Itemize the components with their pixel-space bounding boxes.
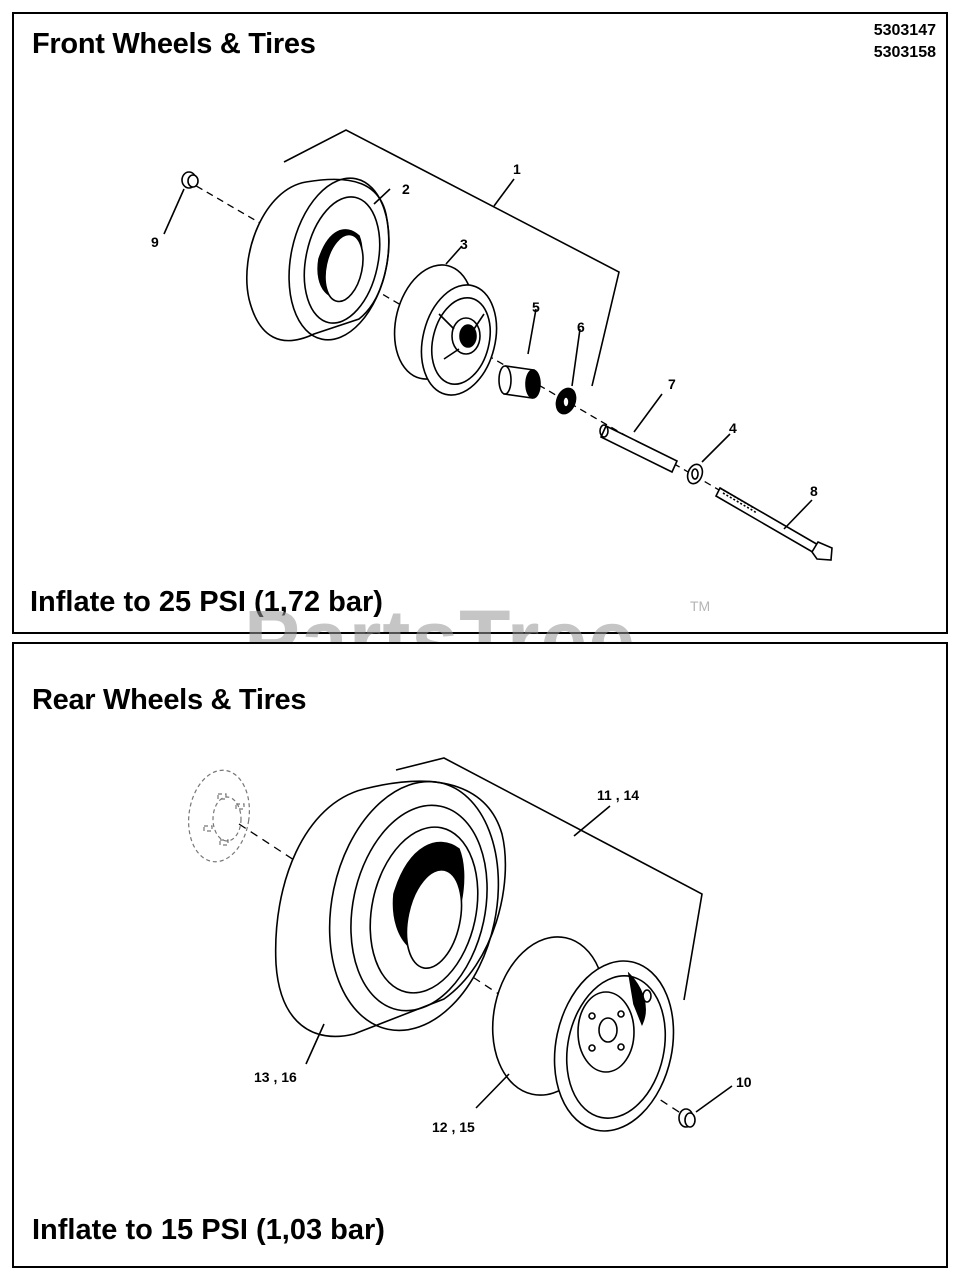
item-3-rim (393, 264, 498, 396)
model-number-1: 5303147 (873, 22, 936, 39)
callout-7: 7 (668, 376, 676, 392)
callout-10: 10 (736, 1074, 752, 1090)
callout-6: 6 (577, 319, 585, 335)
front-wheels-panel: Front Wheels & Tires 5303147 5303158 (12, 12, 948, 634)
front-wheel-diagram: 1 2 3 4 5 6 7 8 9 (151, 129, 833, 561)
rear-wheel-diagram: 10 11 , 14 12 , 15 13 , 16 (188, 757, 752, 1135)
item-2-tire (246, 177, 390, 342)
model-number-2: 5303158 (873, 44, 936, 61)
front-title: Front Wheels & Tires (32, 28, 316, 60)
item-7-spacer (599, 424, 679, 474)
callout-1: 1 (513, 161, 521, 177)
item-13-16-tire (274, 780, 507, 1038)
item-4-washer (686, 463, 704, 485)
callout-9: 9 (151, 234, 159, 250)
item-8-bolt (714, 486, 833, 561)
callout-5: 5 (532, 299, 540, 315)
item-6-washer (555, 387, 577, 415)
rear-inflate-note: Inflate to 15 PSI (1,03 bar) (32, 1214, 385, 1246)
item-5-bearing (498, 365, 541, 399)
callout-3: 3 (460, 236, 468, 252)
rear-wheels-panel: Rear Wheels & Tires (12, 642, 948, 1268)
item-12-15-rim (491, 936, 675, 1132)
callout-4: 4 (729, 420, 737, 436)
callout-13-16: 13 , 16 (254, 1069, 297, 1085)
callout-11-14: 11 , 14 (597, 787, 639, 803)
hub-ghost (188, 769, 250, 863)
item-10-nut (678, 1108, 696, 1128)
item-9-nut (181, 171, 199, 189)
watermark-tm: TM (690, 598, 711, 614)
rear-title: Rear Wheels & Tires (32, 684, 307, 716)
callout-8: 8 (810, 483, 818, 499)
front-inflate-note: Inflate to 25 PSI (1,72 bar) (30, 586, 383, 618)
callout-12-15: 12 , 15 (432, 1119, 475, 1135)
callout-2: 2 (402, 181, 410, 197)
